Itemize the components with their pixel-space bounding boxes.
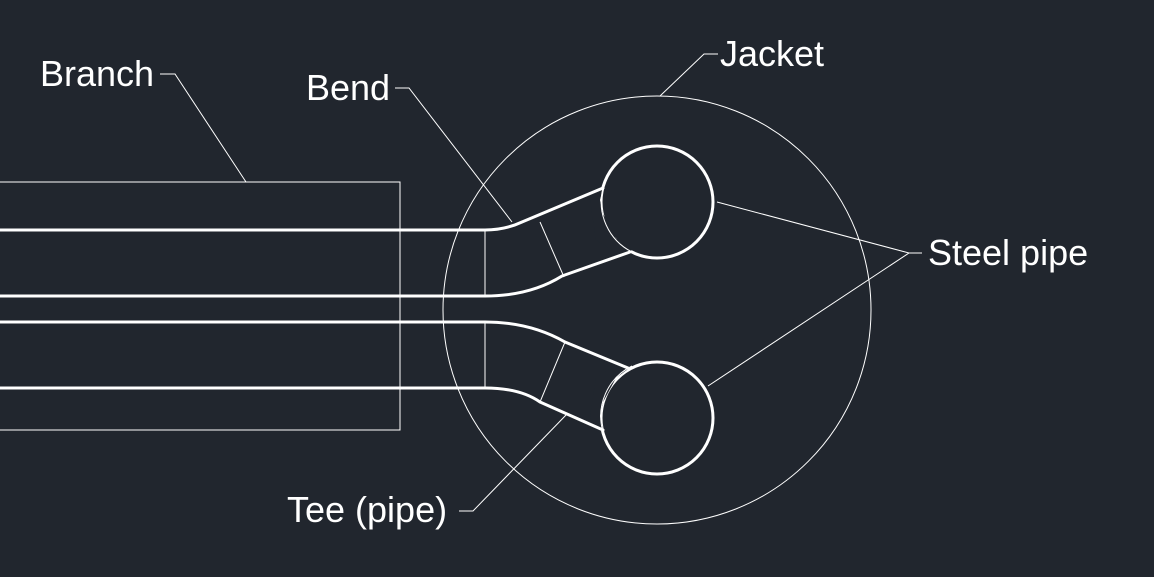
tee-bottom-lower-line [0,386,605,432]
bend-leader [395,87,513,223]
tee-leader [459,413,568,512]
bottom-pipe-inner-arc [600,365,633,433]
tee-top-upper-line [0,186,605,232]
branch-outline [0,181,401,431]
branch-label: Branch [40,53,154,94]
steel-pipe-leader-top [716,201,922,254]
jacket-leader [659,53,718,97]
tee-bottom-upper-line [0,320,630,370]
top-pipe-mask [590,184,632,256]
steel-pipe-label: Steel pipe [928,232,1088,273]
jacket-label: Jacket [720,33,824,74]
jacket-circle [442,95,872,525]
bend-bottom-section-line [539,341,566,403]
branch-leader [160,73,247,183]
tee-top-lower-line [0,250,632,298]
top-pipe-inner-arc [600,187,633,253]
bend-top-section-line [539,221,565,278]
steel-pipe-bottom [599,360,715,476]
bottom-pipe-mask [590,360,632,434]
bend-label: Bend [306,67,390,108]
steel-pipe-leader-bottom [707,252,922,387]
tee-label: Tee (pipe) [287,489,447,530]
